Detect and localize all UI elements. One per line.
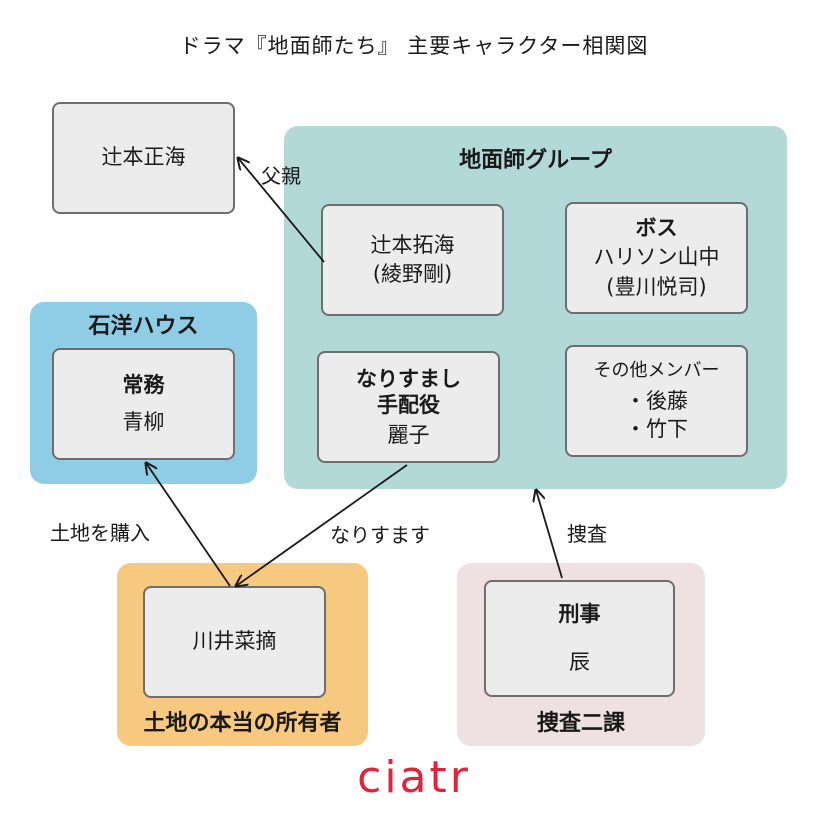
group-jimenshi-label: 地面師グループ bbox=[459, 148, 612, 173]
node-others-heading: その他メンバー bbox=[593, 359, 720, 381]
edge-father bbox=[238, 158, 325, 263]
node-kawai: 川井菜摘 bbox=[143, 586, 326, 698]
node-boss-name: ハリソン山中 bbox=[593, 245, 720, 270]
ciatr-logo: ciatr bbox=[357, 752, 471, 803]
node-boss-actor: (豊川悦司) bbox=[606, 274, 707, 299]
node-aoyagi: 常務 青柳 bbox=[52, 348, 235, 460]
edge-investigate-label: 捜査 bbox=[567, 522, 607, 546]
node-others-member2: ・竹下 bbox=[625, 417, 688, 442]
edge-father-label: 父親 bbox=[261, 164, 301, 188]
node-tsujimoto-masami-name: 辻本正海 bbox=[101, 145, 186, 170]
node-others: その他メンバー ・後藤 ・竹下 bbox=[565, 345, 748, 457]
node-boss: ボス ハリソン山中 (豊川悦司) bbox=[565, 202, 748, 314]
node-tsujimoto-takumi: 辻本拓海 (綾野剛) bbox=[321, 204, 504, 316]
node-reiko-name: 麗子 bbox=[387, 423, 430, 448]
edge-purchase-label: 土地を購入 bbox=[50, 521, 150, 545]
group-police-label: 捜査二課 bbox=[536, 711, 625, 736]
node-boss-role: ボス bbox=[635, 215, 678, 240]
node-reiko-role-line1: なりすまし bbox=[356, 366, 461, 391]
diagram-title: ドラマ『地面師たち』 主要キャラクター相関図 bbox=[179, 34, 649, 58]
group-owner-label: 土地の本当の所有者 bbox=[143, 711, 342, 736]
node-tatsu-role: 刑事 bbox=[558, 602, 601, 627]
group-sekiyo-label: 石洋ハウス bbox=[88, 314, 199, 339]
edge-impersonate bbox=[236, 464, 408, 586]
node-aoyagi-name: 青柳 bbox=[122, 410, 165, 434]
node-others-member1: ・後藤 bbox=[625, 388, 688, 413]
node-tsujimoto-takumi-name: 辻本拓海 bbox=[370, 232, 455, 257]
edge-purchase bbox=[146, 463, 231, 587]
node-tatsu: 刑事 辰 bbox=[484, 580, 675, 697]
node-tatsu-name: 辰 bbox=[569, 649, 590, 674]
edge-impersonate-label: なりすます bbox=[330, 523, 430, 547]
node-reiko-role-line2: 手配役 bbox=[377, 392, 440, 417]
node-reiko: なりすまし 手配役 麗子 bbox=[317, 351, 500, 463]
node-tsujimoto-takumi-actor: (綾野剛) bbox=[372, 262, 453, 286]
edge-investigate bbox=[536, 490, 563, 579]
node-aoyagi-role: 常務 bbox=[122, 372, 165, 397]
node-kawai-name: 川井菜摘 bbox=[192, 629, 277, 654]
node-tsujimoto-masami: 辻本正海 bbox=[52, 102, 235, 214]
